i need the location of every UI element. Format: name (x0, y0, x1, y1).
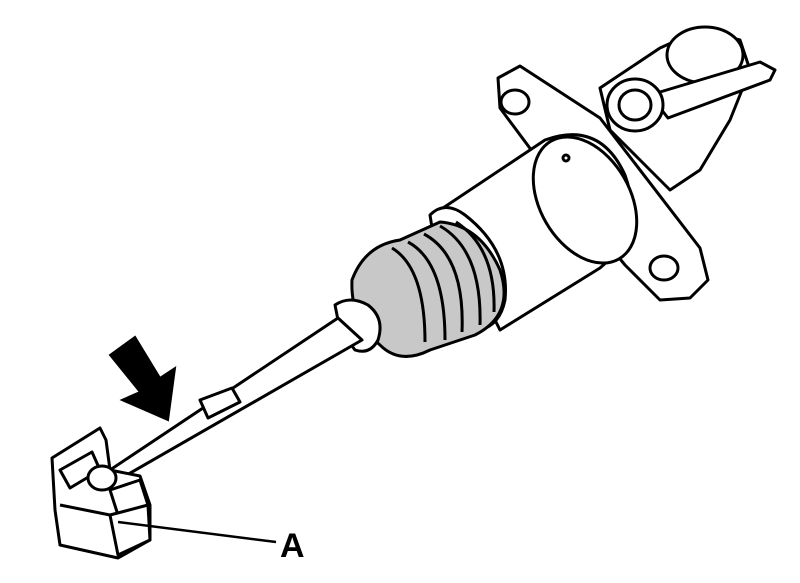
hose-connector (598, 25, 777, 192)
push-rod (108, 298, 382, 482)
retaining-clip (50, 426, 152, 560)
direction-arrow-icon (108, 335, 177, 422)
flange-hole-bottom (648, 254, 680, 282)
callout-leader-line (117, 520, 277, 544)
flange-hole-top (499, 88, 531, 116)
callout-label-a: A (280, 527, 305, 565)
